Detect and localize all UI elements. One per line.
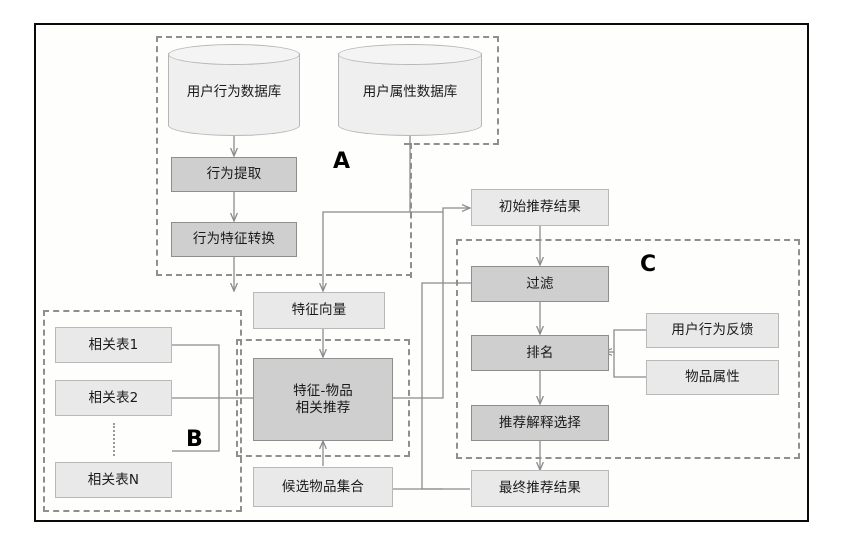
cylinder-top (168, 44, 300, 65)
datastore-user-behavior-db: 用户行为数据库 (168, 44, 300, 136)
node-item-attribute[interactable]: 物品属性 (646, 360, 779, 395)
ellipsis-dots (113, 423, 117, 456)
cylinder-top (338, 44, 482, 65)
region-b-boundary (43, 310, 242, 512)
node-ranking[interactable]: 排名 (471, 335, 609, 371)
node-feature-vector[interactable]: 特征向量 (253, 292, 385, 329)
datastore-label: 用户行为数据库 (186, 84, 282, 100)
region-a-boundary-upper-right (404, 36, 499, 145)
region-a-boundary (156, 36, 412, 276)
region-a-boundary-notch (404, 143, 499, 146)
node-recommend-explanation-select[interactable]: 推荐解释选择 (471, 405, 609, 441)
node-candidate-item-set[interactable]: 候选物品集合 (253, 467, 393, 507)
region-b-label: B (186, 427, 203, 452)
datastore-user-attribute-db: 用户属性数据库 (338, 44, 482, 136)
cylinder-body (168, 53, 300, 136)
region-c-label: C (640, 252, 657, 277)
cylinder-body (338, 53, 482, 136)
node-feature-item-recommend[interactable]: 特征-物品 相关推荐 (253, 358, 393, 441)
node-user-behavior-feedback[interactable]: 用户行为反馈 (646, 313, 779, 348)
region-a-label: A (333, 149, 351, 174)
region-a-boundary-right-lower (410, 143, 413, 278)
node-final-recommend-result[interactable]: 最终推荐结果 (471, 470, 609, 507)
datastore-label: 用户属性数据库 (362, 84, 458, 100)
node-initial-recommend-result[interactable]: 初始推荐结果 (471, 189, 609, 226)
node-behavior-feature-transform[interactable]: 行为特征转换 (171, 222, 297, 257)
node-filter[interactable]: 过滤 (471, 266, 609, 302)
node-correlation-table-2[interactable]: 相关表2 (55, 380, 172, 416)
node-correlation-table-1[interactable]: 相关表1 (55, 327, 172, 363)
node-behavior-extraction[interactable]: 行为提取 (171, 157, 297, 192)
node-correlation-table-n[interactable]: 相关表N (55, 462, 172, 498)
